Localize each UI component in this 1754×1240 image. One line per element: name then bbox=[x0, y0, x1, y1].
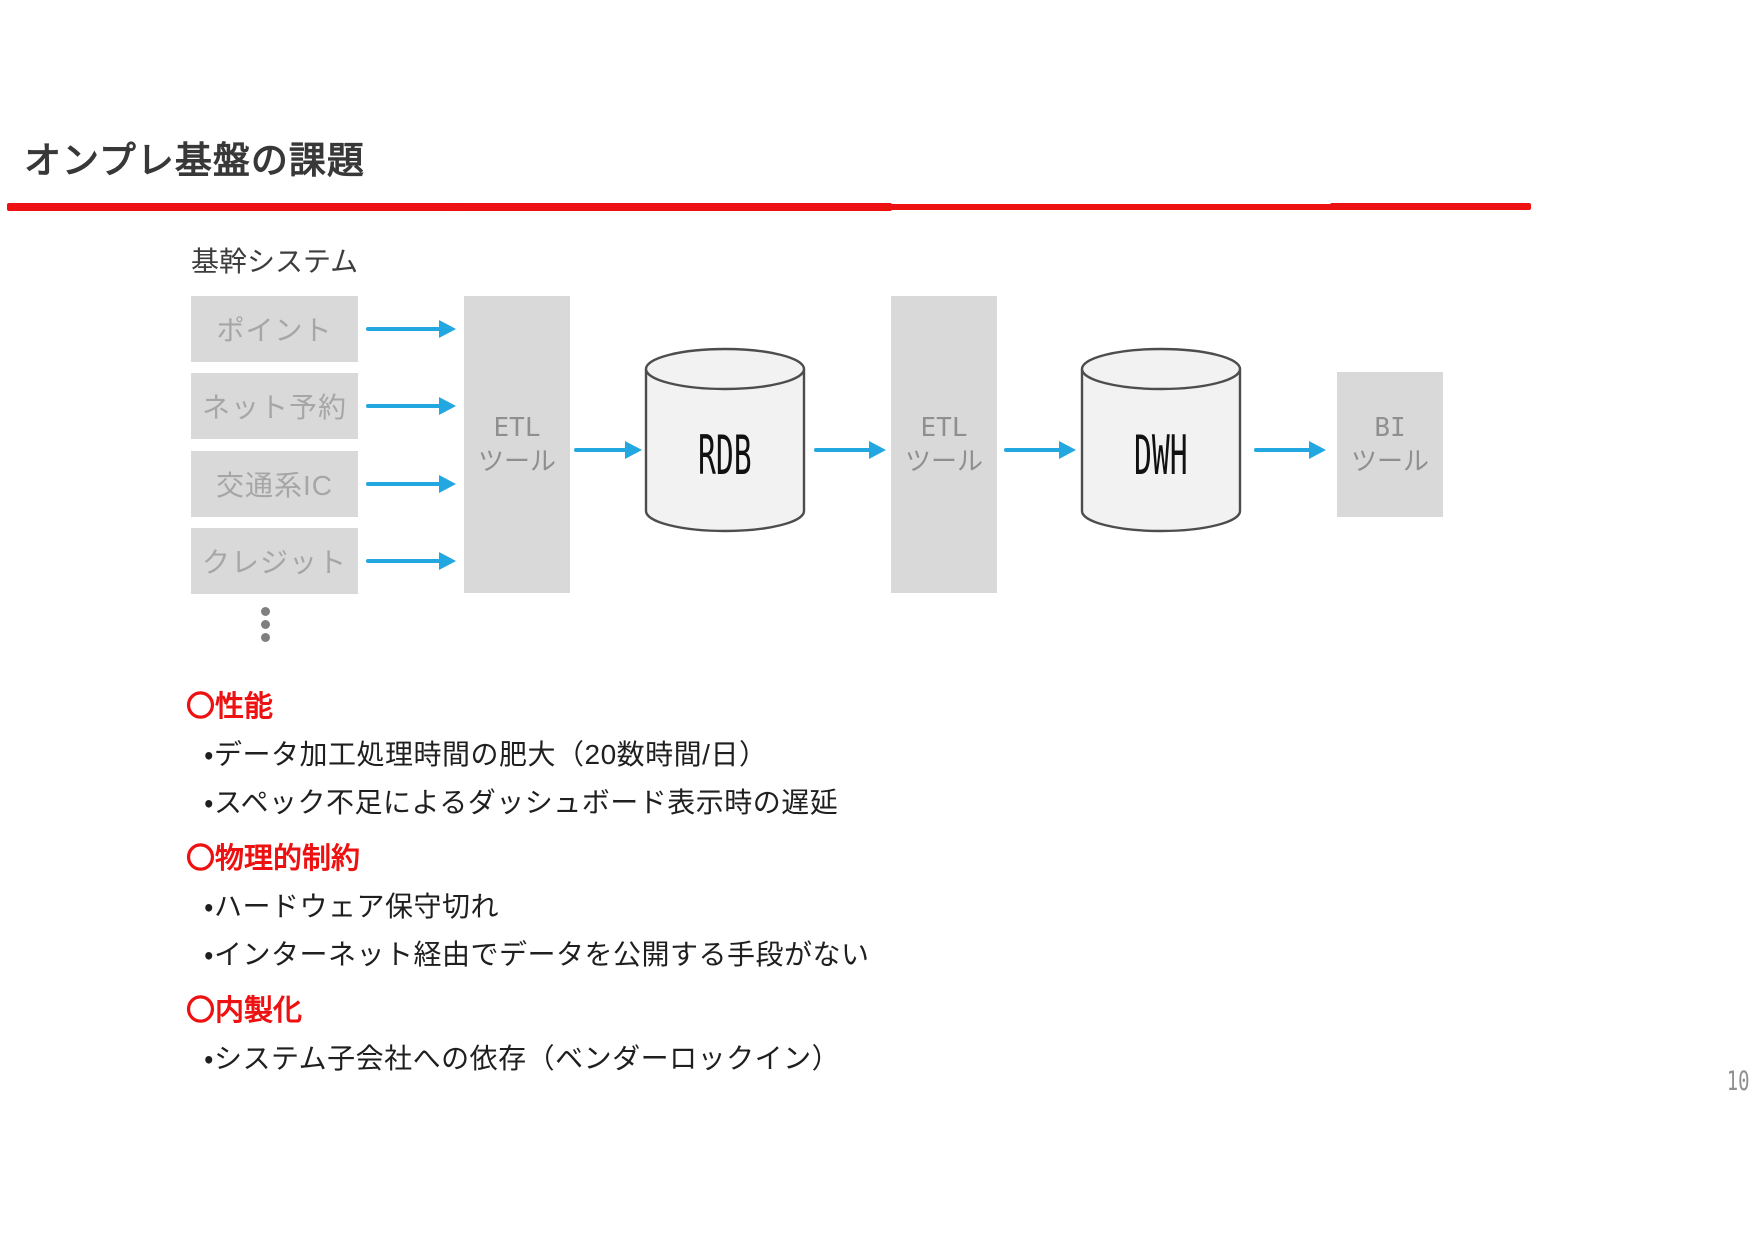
etl-tool-box-2: ETL ツール bbox=[891, 296, 997, 593]
issue-item: ・スペック不足によるダッシュボード表示時の遅延 bbox=[204, 787, 839, 818]
dwh-label: DWH bbox=[1134, 424, 1188, 487]
source-box-credit: クレジット bbox=[191, 528, 358, 594]
rdb-label-wrap: RDB bbox=[644, 424, 806, 487]
rdb-cylinder-icon bbox=[644, 347, 806, 533]
underline-segment bbox=[460, 204, 1350, 210]
bi-label: BI bbox=[1374, 412, 1406, 443]
etl-label: ETL bbox=[493, 412, 541, 443]
source-box-point: ポイント bbox=[191, 296, 358, 362]
issue-item: ・インターネット経由でデータを公開する手段がない bbox=[204, 939, 870, 970]
etl-tool-box-1: ETL ツール bbox=[464, 296, 570, 593]
bi-tool-box: BI ツール bbox=[1337, 372, 1443, 517]
page-number: 10 bbox=[1727, 1066, 1750, 1097]
underline-segment bbox=[1330, 203, 1531, 210]
source-box-transit-ic: 交通系IC bbox=[191, 451, 358, 517]
issue-heading-inhouse: 〇内製化 bbox=[186, 995, 303, 1027]
architecture-diagram: 基幹システム ポイント ネット予約 交通系IC クレジット ETL ツール RD… bbox=[191, 246, 1443, 642]
etl-label: ETL bbox=[920, 412, 968, 443]
ellipsis-icon bbox=[261, 607, 270, 642]
issue-heading-performance: 〇性能 bbox=[186, 691, 274, 723]
issue-list: 〇性能 ・データ加工処理時間の肥大（20数時間/日） ・スペック不足によるダッシ… bbox=[186, 683, 870, 1083]
issue-item: ・データ加工処理時間の肥大（20数時間/日） bbox=[204, 739, 768, 770]
tool-label: ツール bbox=[904, 445, 983, 476]
rdb-label: RDB bbox=[698, 424, 752, 487]
underline-segment bbox=[7, 203, 892, 211]
issue-item: ・システム子会社への依存（ベンダーロックイン） bbox=[204, 1043, 841, 1074]
page-title: オンプレ基盤の課題 bbox=[24, 140, 365, 181]
dwh-cylinder-icon bbox=[1080, 347, 1242, 533]
issue-heading-physical: 〇物理的制約 bbox=[186, 843, 361, 875]
tool-label: ツール bbox=[477, 445, 556, 476]
dwh-label-wrap: DWH bbox=[1080, 424, 1242, 487]
tool-label: ツール bbox=[1350, 445, 1429, 476]
source-box-net-reservation: ネット予約 bbox=[191, 373, 358, 439]
core-system-label: 基幹システム bbox=[191, 246, 359, 277]
title-underline bbox=[0, 200, 1754, 214]
issue-item: ・ハードウェア保守切れ bbox=[204, 891, 500, 922]
